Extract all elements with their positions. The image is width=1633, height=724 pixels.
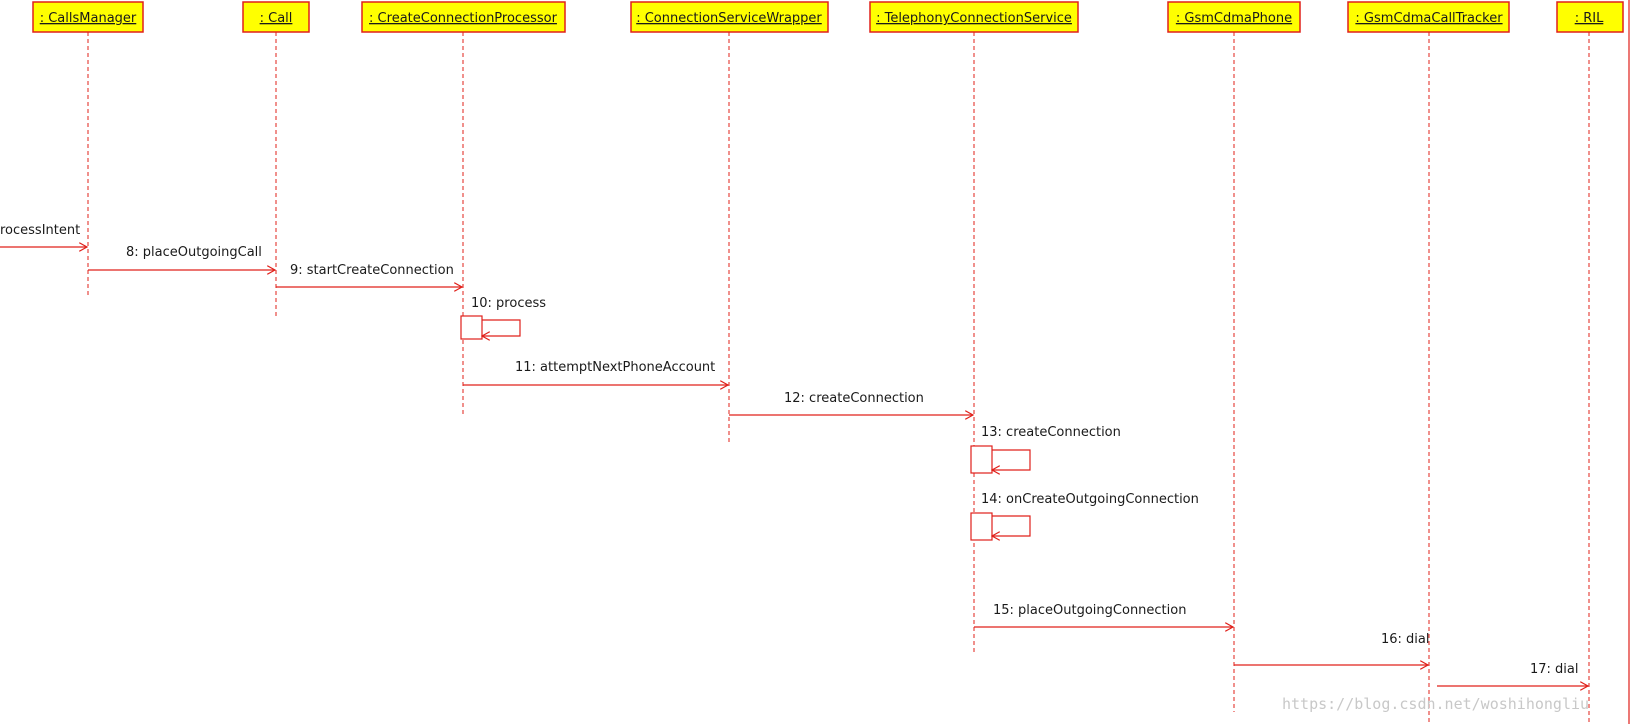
message-14-label: 14: onCreateOutgoingConnection	[981, 492, 1199, 507]
lifeline-callsmanager: : CallsManager	[32, 1, 144, 298]
message-9: 9: startCreateConnection	[276, 263, 462, 287]
message-17-label: 17: dial	[1530, 662, 1579, 677]
lifeline-ril: : RIL	[1556, 1, 1624, 724]
lifeline-connectionservicewrapper-box	[630, 1, 829, 33]
lifeline-call-title: : Call	[260, 11, 293, 26]
lifeline-callsmanager-box	[32, 1, 144, 33]
message-11-label: 11: attemptNextPhoneAccount	[515, 360, 715, 375]
lifeline-ril-title: : RIL	[1575, 11, 1604, 26]
message-7-label: rocessIntent	[0, 223, 80, 238]
lifeline-createconnectionprocessor-box	[361, 1, 566, 33]
message-16: 16: dial	[1234, 632, 1430, 665]
message-11: 11: attemptNextPhoneAccount	[463, 360, 728, 385]
message-10-arrow	[482, 319, 521, 336]
message-9-label: 9: startCreateConnection	[290, 263, 454, 278]
lifeline-callsmanager-title: : CallsManager	[40, 11, 137, 26]
message-12: 12: createConnection	[729, 391, 973, 415]
lifeline-telephonyconnectionservice-title: : TelephonyConnectionService	[876, 11, 1072, 26]
message-17: 17: dial	[1437, 662, 1588, 686]
lifeline-call: : Call	[242, 1, 310, 316]
lifeline-gsmcdmaphone-title: : GsmCdmaPhone	[1176, 11, 1292, 26]
message-13: 13: createConnection	[970, 425, 1121, 474]
message-15: 15: placeOutgoingConnection	[974, 603, 1233, 627]
lifeline-gsmcdmaphone: : GsmCdmaPhone	[1167, 1, 1301, 712]
message-13-arrow	[992, 449, 1031, 470]
lifeline-connectionservicewrapper: : ConnectionServiceWrapper	[630, 1, 829, 444]
lifeline-call-box	[242, 1, 310, 33]
watermark-text: https://blog.csdn.net/woshihongliu	[1282, 695, 1589, 713]
lifeline-connectionservicewrapper-title: : ConnectionServiceWrapper	[636, 11, 822, 26]
message-14: 14: onCreateOutgoingConnection	[970, 492, 1199, 541]
message-10: 10: process	[460, 296, 546, 340]
lifeline-gsmcdmacalltracker-title: : GsmCdmaCallTracker	[1355, 11, 1503, 26]
message-13-label: 13: createConnection	[981, 425, 1121, 440]
lifeline-telephonyconnectionservice-box	[869, 1, 1079, 33]
lifeline-createconnectionprocessor-title: : CreateConnectionProcessor	[369, 11, 558, 26]
message-7: rocessIntent	[0, 223, 87, 247]
lifeline-gsmcdmacalltracker-box	[1347, 1, 1510, 33]
message-8: 8: placeOutgoingCall	[88, 245, 275, 270]
message-12-label: 12: createConnection	[784, 391, 924, 406]
message-10-label: 10: process	[471, 296, 546, 311]
lifeline-telephonyconnectionservice: : TelephonyConnectionService	[869, 1, 1079, 655]
message-15-label: 15: placeOutgoingConnection	[993, 603, 1186, 618]
lifeline-gsmcdmacalltracker: : GsmCdmaCallTracker	[1347, 1, 1510, 724]
message-16-label: 16: dial	[1381, 632, 1430, 647]
message-8-label: 8: placeOutgoingCall	[126, 245, 262, 260]
message-14-activation	[970, 512, 993, 541]
lifeline-createconnectionprocessor: : CreateConnectionProcessor	[361, 1, 566, 414]
message-14-arrow	[992, 515, 1031, 536]
lifeline-ril-box	[1556, 1, 1624, 33]
lifeline-gsmcdmaphone-box	[1167, 1, 1301, 33]
message-10-activation	[460, 315, 483, 340]
message-13-activation	[970, 445, 993, 474]
